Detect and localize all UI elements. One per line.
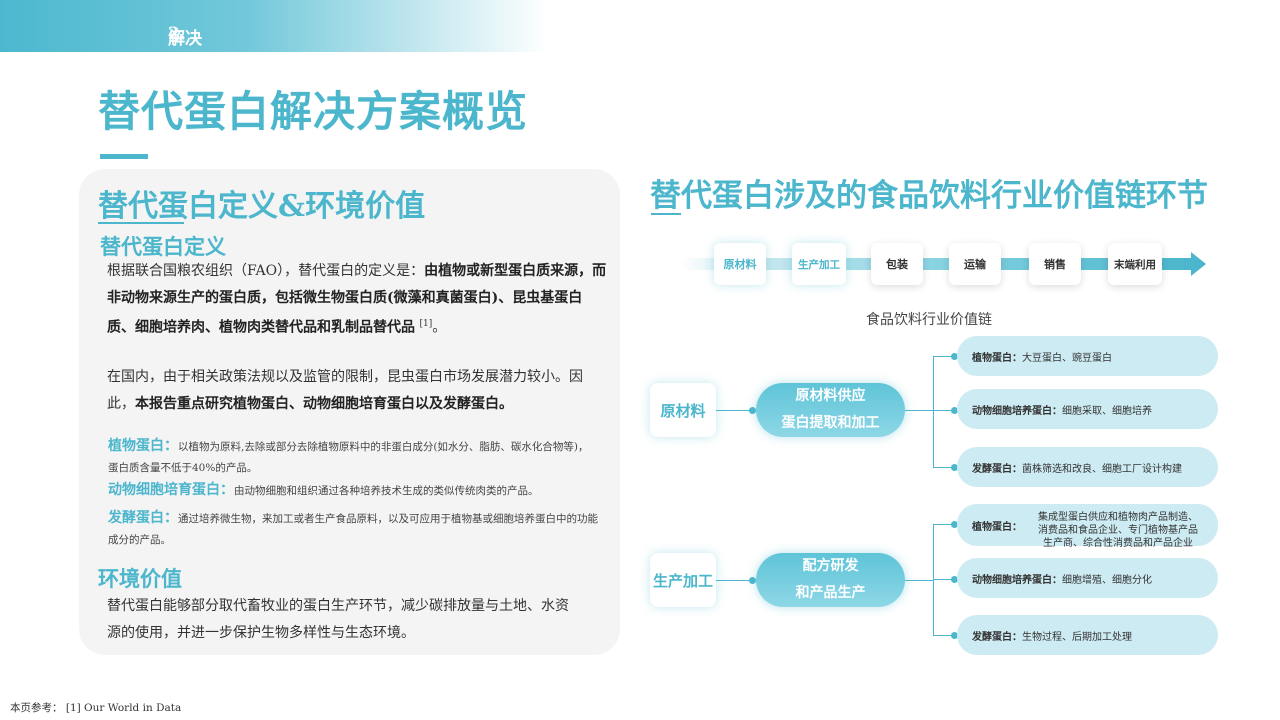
env-value-paragraph: 替代蛋白能够部分取代畜牧业的蛋白生产环节，减少碳排放量与土地、水资源的使用，并进… — [107, 598, 569, 641]
definition-panel-title: 替代蛋白定义&环境价值 — [98, 189, 426, 224]
definition-panel — [79, 169, 620, 655]
branch-dot — [951, 632, 958, 639]
detail-pill-fermentation-production: 发酵蛋白：生物过程、后期加工处理 — [957, 615, 1218, 655]
section-header-bar: 2. 解决方案一：替代蛋白 — [0, 0, 548, 149]
branch-line — [933, 579, 957, 580]
value-chain-title: 替代蛋白涉及的食品饮料行业价值链环节 — [650, 178, 1208, 214]
branch-dot — [951, 464, 958, 471]
group-label-raw-materials: 原材料 — [650, 383, 716, 437]
chain-step-end-use: 末端利用 — [1108, 243, 1162, 285]
detail-pill-cell-cultured: 动物细胞培养蛋白：细胞采取、细胞培养 — [957, 389, 1218, 429]
branch-dot — [951, 407, 958, 414]
env-value-heading: 环境价值 — [98, 566, 182, 591]
definition-heading: 替代蛋白定义 — [100, 234, 226, 259]
term-fermentation-protein: 发酵蛋白：通过培养微生物，来加工或者生产食品原料，以及可应用于植物基或细胞培养蛋… — [108, 510, 598, 546]
page-title: 替代蛋白解决方案概览 — [98, 87, 529, 136]
branch-line — [933, 524, 957, 525]
chain-step-processing: 生产加工 — [792, 243, 846, 285]
value-chain-arrowhead — [1191, 252, 1206, 276]
definition-paragraph: 根据联合国粮农组织（FAO），替代蛋白的定义是：由植物或新型蛋白质来源，而非动物… — [107, 263, 607, 336]
connector-dot — [749, 577, 756, 584]
chain-step-packaging: 包装 — [871, 243, 923, 285]
chain-step-transport: 运输 — [949, 243, 1001, 285]
branch-dot — [951, 353, 958, 360]
connector-line — [716, 580, 756, 581]
branch-line — [933, 635, 957, 636]
term-cell-cultured-protein: 动物细胞培育蛋白：由动物细胞和组织通过各种培养技术生成的类似传统肉类的产品。 — [108, 482, 539, 498]
detail-pill-multiline-text: 集成型蛋白供应和植物肉产品制造、 消费品和食品企业、专门植物基产品 生产商、综合… — [1038, 512, 1198, 549]
branch-line — [933, 410, 957, 411]
branch-line — [933, 356, 957, 357]
center-node-processing: 配方研发 和产品生产 — [756, 553, 905, 607]
term-plant-protein: 植物蛋白：以植物为原料,去除或部分去除植物原料中的非蛋白成分(如水分、脂肪、碳水… — [108, 438, 589, 474]
footnote: 本页参考： [1] Our World in Data — [10, 702, 182, 714]
reference-mark: [1] — [419, 319, 433, 329]
center-node-raw-materials: 原材料供应 蛋白提取和加工 — [756, 383, 905, 437]
value-chain-title-underline — [651, 213, 681, 215]
connector-dot — [749, 407, 756, 414]
chain-step-raw-materials: 原材料 — [714, 243, 766, 285]
detail-pill-cell-cultured-production: 动物细胞培养蛋白：细胞增殖、细胞分化 — [957, 558, 1218, 598]
branch-line — [933, 467, 957, 468]
branch-line — [905, 410, 933, 411]
group-label-processing: 生产加工 — [650, 553, 716, 607]
branch-dot — [951, 521, 958, 528]
scope-paragraph: 在国内，由于相关政策法规以及监管的限制，昆虫蛋白市场发展潜力较小。因此，本报告重… — [107, 369, 583, 412]
panel-title-underline — [98, 222, 184, 224]
branch-vertical-line — [933, 356, 934, 467]
connector-line — [716, 410, 756, 411]
branch-dot — [951, 576, 958, 583]
detail-pill-fermentation: 发酵蛋白：菌株筛选和改良、细胞工厂设计构建 — [957, 447, 1218, 487]
detail-pill-plant-protein: 植物蛋白：大豆蛋白、豌豆蛋白 — [957, 336, 1218, 376]
branch-line — [905, 580, 933, 581]
title-underline — [100, 154, 148, 159]
chain-step-sales: 销售 — [1029, 243, 1081, 285]
detail-pill-plant-protein-production: 植物蛋白： 集成型蛋白供应和植物肉产品制造、 消费品和食品企业、专门植物基产品 … — [957, 504, 1218, 549]
value-chain-caption: 食品饮料行业价值链 — [866, 312, 992, 328]
